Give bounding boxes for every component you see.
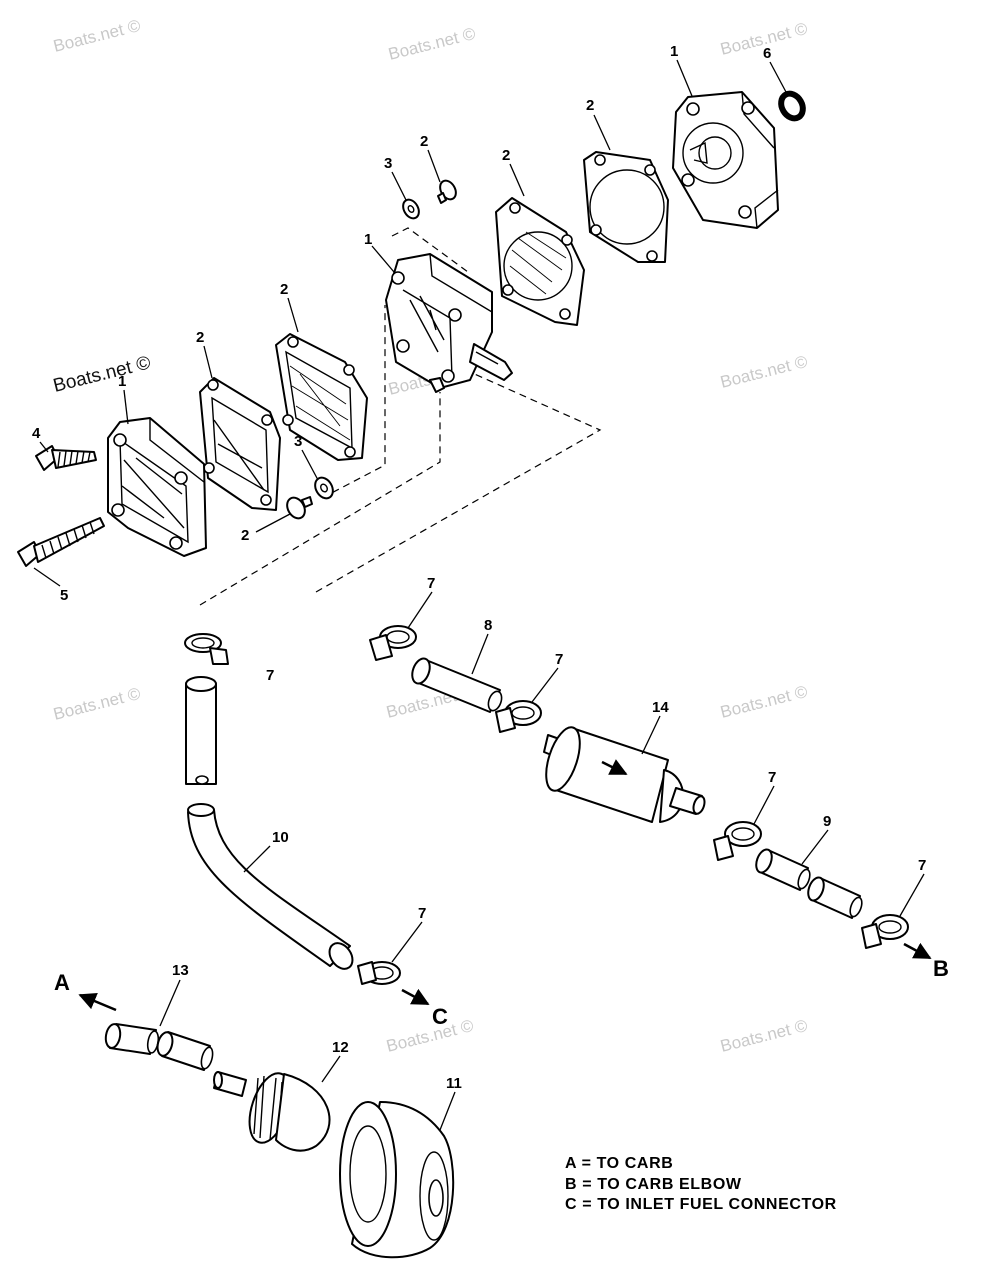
watermark: Boats.net © xyxy=(51,16,142,56)
arrow-to-b xyxy=(903,942,932,960)
arrow-to-c xyxy=(401,988,430,1006)
callout: 3 xyxy=(384,155,392,172)
callout: 8 xyxy=(484,617,492,634)
part-7-clamp-left xyxy=(184,633,229,665)
part-7-clamp-upper xyxy=(369,625,417,661)
callout: 14 xyxy=(652,699,669,716)
part-3-washer-top xyxy=(402,198,420,220)
flow-label-b: B xyxy=(933,956,949,981)
legend-item-a: A = TO CARB xyxy=(565,1155,674,1172)
part-2-gasket-left xyxy=(199,377,281,511)
callout: 13 xyxy=(172,962,189,979)
callout: 2 xyxy=(502,147,510,164)
part-11-primer-bulb xyxy=(339,1101,455,1259)
watermark: Boats.net © xyxy=(384,1016,475,1056)
part-2-diaphragm-upper xyxy=(495,197,585,326)
part-7-clamp-lower-left xyxy=(357,961,401,985)
callout: 9 xyxy=(823,813,831,830)
part-14-fuel-filter xyxy=(543,726,706,823)
callout: 2 xyxy=(280,281,288,298)
watermark: Boats.net © xyxy=(718,1016,809,1056)
part-tube-short-left xyxy=(185,676,217,785)
callout: 1 xyxy=(670,43,678,60)
legend: A = TO CARB B = TO CARB ELBOW C = TO INL… xyxy=(565,1154,837,1216)
part-2-check-valve-lower xyxy=(286,496,313,520)
leader-lines xyxy=(33,59,925,1131)
part-8-hose xyxy=(411,657,503,713)
callout: 2 xyxy=(586,97,594,114)
part-1-rear-cover xyxy=(672,91,779,229)
callout: 12 xyxy=(332,1039,349,1056)
watermark: Boats.net © xyxy=(51,684,142,724)
part-4-screw xyxy=(35,445,97,471)
part-6-o-ring xyxy=(778,90,806,122)
callout: 4 xyxy=(32,425,41,442)
flow-arrows xyxy=(78,942,932,1012)
part-7-clamp-right-lower xyxy=(861,914,909,949)
part-1-front-cover xyxy=(107,417,207,557)
assembly-lines xyxy=(199,227,602,606)
callout-numbers: 1 6 2 2 3 2 1 2 2 1 4 3 2 5 7 8 7 7 14 7… xyxy=(32,43,926,1092)
callout: 3 xyxy=(294,433,302,450)
callout: 1 xyxy=(364,231,372,248)
callout: 1 xyxy=(118,373,126,390)
callout: 2 xyxy=(420,133,428,150)
callout: 11 xyxy=(446,1075,462,1092)
watermark: Boats.net © xyxy=(718,352,809,392)
part-7-clamp-right-upper xyxy=(713,821,762,861)
arrow-to-a xyxy=(78,992,117,1012)
part-9-hose xyxy=(755,848,863,919)
callout: 6 xyxy=(763,45,771,62)
callout: 2 xyxy=(241,527,249,544)
callout: 7 xyxy=(918,857,926,874)
flow-letters: A B C xyxy=(54,956,949,1029)
part-5-screw xyxy=(17,517,105,567)
part-3-washer-lower xyxy=(314,476,334,500)
callout: 7 xyxy=(418,905,426,922)
part-7-clamp-middle xyxy=(495,700,542,733)
part-10-fuel-hose xyxy=(187,803,354,970)
flow-label-a: A xyxy=(54,970,70,995)
part-2-gasket-middle xyxy=(275,333,368,461)
callout: 7 xyxy=(768,769,776,786)
part-12-primer-valve xyxy=(213,1071,331,1152)
callout: 10 xyxy=(272,829,289,846)
callout: 7 xyxy=(555,651,563,668)
callout: 2 xyxy=(196,329,204,346)
part-13-hose xyxy=(104,1023,214,1071)
legend-item-b: B = TO CARB ELBOW xyxy=(565,1175,742,1193)
watermark: Boats.net © xyxy=(718,682,809,722)
part-2-gasket-upper-right xyxy=(583,151,669,263)
callout: 7 xyxy=(266,667,274,684)
flow-label-c: C xyxy=(432,1004,448,1029)
callout: 5 xyxy=(60,587,68,604)
part-2-check-valve-top xyxy=(437,179,457,204)
part-1-pump-body xyxy=(385,253,513,393)
watermark: Boats.net © xyxy=(51,352,153,396)
callout: 7 xyxy=(427,575,435,592)
legend-item-c: C = TO INLET FUEL CONNECTOR xyxy=(565,1196,837,1213)
watermark: Boats.net © xyxy=(386,24,477,64)
